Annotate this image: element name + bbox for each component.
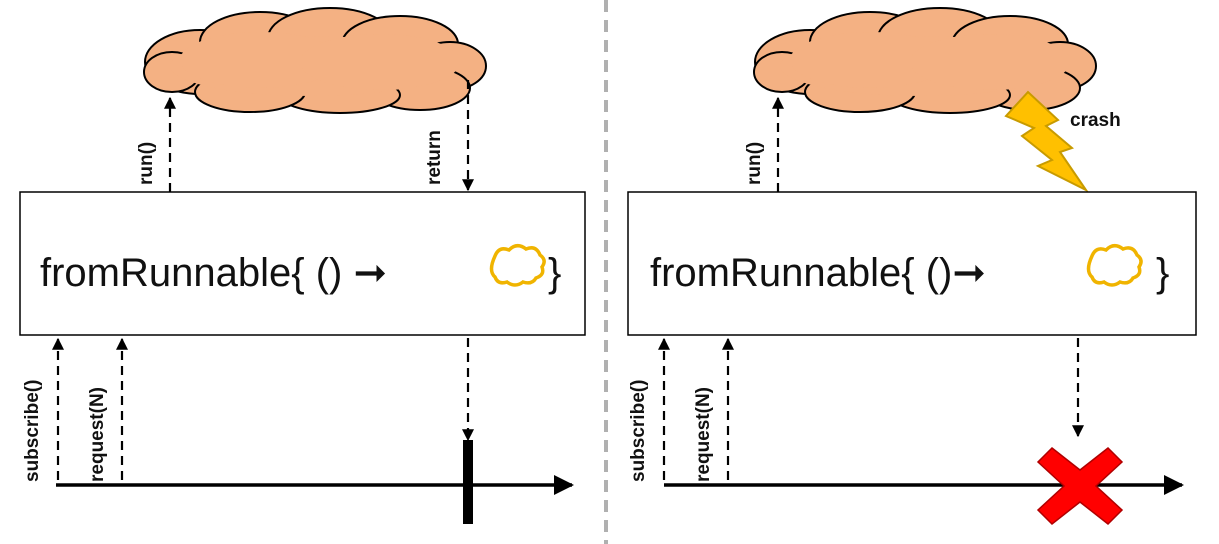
right-panel: crash run() fromRunnable{ ()➞ } subscrib…	[627, 7, 1197, 526]
left-panel: run() return fromRunnable{ () ➞ } subscr…	[19, 7, 586, 524]
right-subscribe-label: subscribe()	[628, 380, 649, 482]
right-closing-brace: }	[1156, 251, 1169, 295]
right-mini-cloud-icon	[1086, 244, 1143, 287]
error-x-icon	[1036, 446, 1124, 526]
right-run-label: run()	[744, 142, 765, 185]
lightning-icon	[1004, 90, 1090, 193]
left-request-label: request(N)	[87, 387, 108, 482]
left-completion-marker	[463, 440, 473, 524]
left-return-label: return	[424, 130, 445, 185]
right-operator-label: fromRunnable{ ()➞	[650, 251, 986, 295]
left-run-label: run()	[136, 142, 157, 185]
left-subscribe-label: subscribe()	[22, 380, 43, 482]
crash-label: crash	[1070, 110, 1121, 131]
left-closing-brace: }	[548, 251, 561, 295]
left-mini-cloud-icon	[489, 244, 546, 287]
left-operator-label: fromRunnable{ () ➞	[40, 251, 387, 295]
right-cloud-fill	[780, 32, 1070, 96]
right-request-label: request(N)	[693, 387, 714, 482]
left-cloud-fill	[170, 32, 460, 96]
